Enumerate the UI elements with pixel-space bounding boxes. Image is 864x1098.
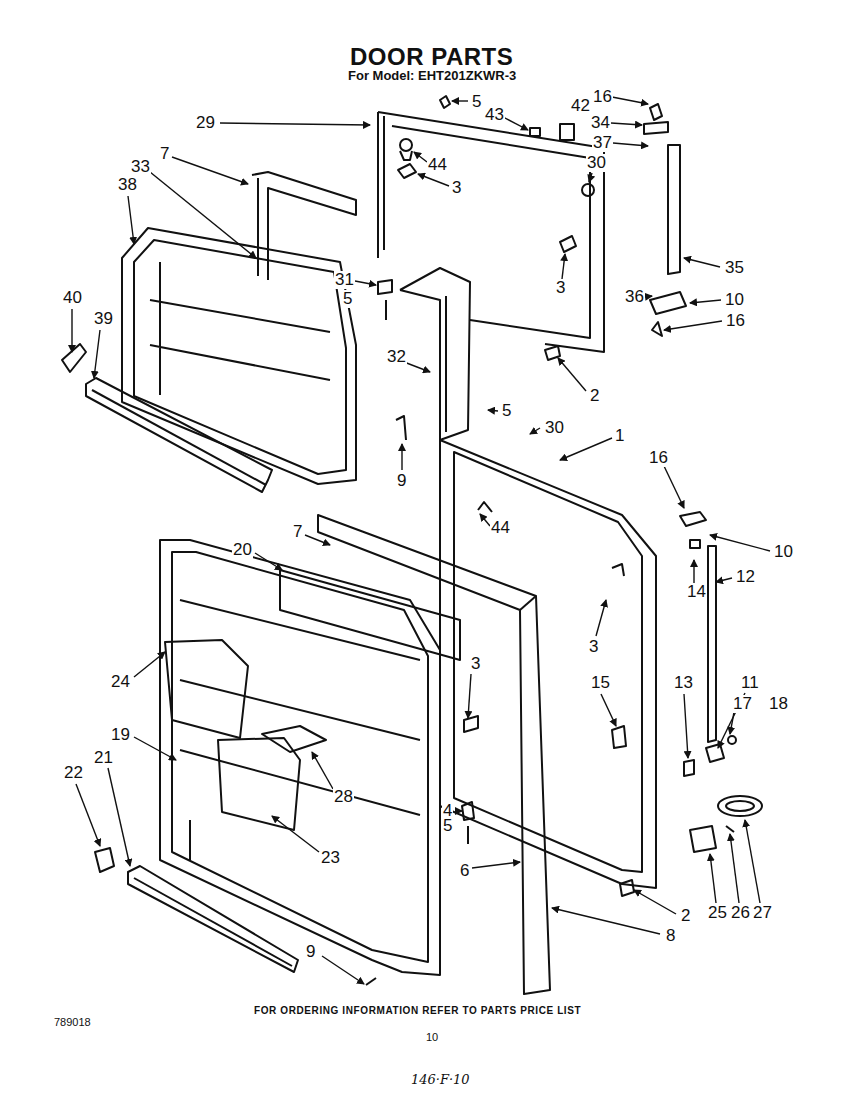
callout-number: 15: [590, 674, 611, 692]
callout-number: 20: [232, 541, 253, 559]
callout-number: 1: [614, 427, 625, 445]
footer-note: FOR ORDERING INFORMATION REFER TO PARTS …: [253, 1006, 582, 1017]
callout-number: 33: [130, 158, 151, 176]
callout-number: 6: [459, 862, 470, 880]
callout-number: 2: [680, 907, 691, 925]
callout-number: 3: [451, 179, 462, 197]
drawing-number: 789018: [53, 1017, 92, 1029]
callout-number: 34: [590, 114, 611, 132]
callout-number: 40: [62, 289, 83, 307]
callout-number: 3: [470, 655, 481, 673]
page-number: 10: [425, 1032, 439, 1044]
handwritten-note: 146·F·10: [410, 1073, 471, 1087]
callout-number: 44: [427, 156, 448, 174]
callout-number: 14: [686, 583, 707, 601]
callout-number: 5: [501, 402, 512, 420]
callout-number: 9: [305, 943, 316, 961]
callout-number: 26: [730, 904, 751, 922]
callout-number: 38: [117, 176, 138, 194]
callout-number: 2: [589, 387, 600, 405]
callout-number: 3: [588, 638, 599, 656]
callout-number: 35: [724, 259, 745, 277]
callout-number: 30: [586, 154, 607, 172]
callout-number: 37: [592, 134, 613, 152]
callout-number: 19: [110, 726, 131, 744]
callout-number: 23: [320, 849, 341, 867]
callout-number: 36: [624, 288, 645, 306]
callout-number: 44: [490, 519, 511, 537]
callout-number: 18: [768, 695, 789, 713]
model-number: For Model: EHT201ZKWR-3: [347, 69, 517, 83]
callout-number: 11: [740, 674, 760, 692]
callout-number: 24: [110, 673, 131, 691]
callout-number: 3: [555, 279, 566, 297]
callout-number: 17: [732, 695, 753, 713]
callout-number: 29: [195, 114, 216, 132]
callout-number: 16: [725, 312, 746, 330]
callout-number: 28: [333, 788, 354, 806]
callout-number: 10: [724, 291, 745, 309]
callout-number: 13: [673, 674, 694, 692]
callout-number: 5: [471, 93, 482, 111]
callout-number: 25: [707, 904, 728, 922]
callout-number: 27: [752, 904, 773, 922]
callout-number: 7: [292, 523, 303, 541]
callout-number: 31: [334, 271, 355, 289]
callout-number: 30: [544, 419, 565, 437]
callout-number: 10: [773, 543, 794, 561]
callout-number: 5: [342, 290, 353, 308]
callout-number: 22: [63, 764, 84, 782]
callout-number: 43: [484, 106, 505, 124]
callout-number: 16: [592, 88, 613, 106]
callout-number: 21: [93, 749, 114, 767]
callout-number: 7: [159, 145, 170, 163]
callout-number: 16: [648, 449, 669, 467]
callout-number: 12: [735, 568, 756, 586]
callout-number: 9: [396, 472, 407, 490]
callout-number: 32: [386, 348, 407, 366]
callout-number: 42: [570, 97, 591, 115]
callout-number: 5: [442, 817, 453, 835]
callout-number: 39: [93, 310, 114, 328]
callout-number: 8: [665, 927, 676, 945]
diagram-title: DOOR PARTS: [349, 44, 514, 69]
